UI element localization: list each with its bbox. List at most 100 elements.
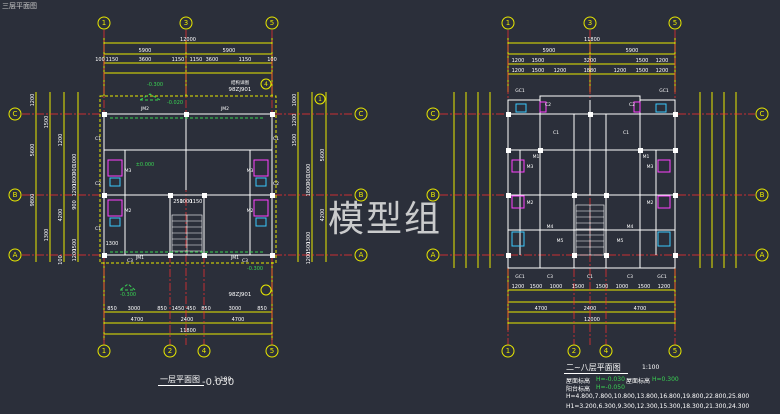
left-axis-side-label: A	[13, 251, 18, 259]
watermark: 模型组	[328, 199, 443, 240]
left-dim-side: 1200	[58, 134, 64, 147]
left-title-underline	[158, 385, 204, 386]
left-dim-top-sub: 5900	[223, 48, 236, 54]
right-room-tag: M5	[557, 238, 564, 244]
right-dim-bottom-row1: 1200	[512, 284, 525, 290]
left-axis-bottom-label: 4	[202, 347, 207, 355]
right-room-tag: C1	[623, 130, 629, 136]
left-axis-bottom-label: 1	[102, 347, 106, 355]
left-dim-side: 1200	[30, 94, 36, 107]
left-room-tag: M3	[125, 168, 132, 174]
right-plan-title: 二~八层平面图	[566, 363, 621, 372]
right-dim-side: 5600	[320, 149, 326, 162]
right-dim-top-sub: 5900	[543, 48, 556, 54]
left-dim-side: 1800	[72, 174, 78, 187]
left-axis-side-label-right: B	[359, 191, 364, 199]
right-axis-side-label-right: A	[760, 251, 765, 259]
left-axis-bubbles	[8, 16, 368, 358]
left-dim-bottom-row1: 850	[201, 306, 211, 312]
legend-balcony-value: H=-0.050	[596, 384, 625, 391]
right-axis-top-label: 3	[588, 19, 592, 27]
tab-label[interactable]: 三层平面图	[2, 2, 37, 10]
right-dim-side: 4200	[320, 209, 326, 222]
right-dim-top-row4: 1880	[584, 68, 597, 74]
left-side-dimensions	[35, 92, 327, 262]
right-axis-bottom-label: 1	[506, 347, 510, 355]
right-room-tag: GC1	[515, 88, 525, 94]
right-room-tag: C2	[545, 102, 551, 108]
right-dim-bottom-row1: 1200	[658, 284, 671, 290]
right-dim-bottom-row2: 4700	[535, 306, 548, 312]
right-dim-top-sub: 5900	[626, 48, 639, 54]
left-dim-bottom-row1: 3000	[128, 306, 141, 312]
floor-heights-h1: H1=3.200,6.300,9.300,12.300,15.300,18.30…	[566, 403, 750, 410]
left-dim-side: 1000	[72, 154, 78, 167]
left-room-tag: C1	[273, 136, 279, 142]
left-dim-side: 1500	[72, 239, 78, 252]
right-dim-top-row3: 1200	[512, 58, 525, 64]
right-room-tag: C3	[627, 274, 633, 280]
right-dim-side: 1300	[306, 232, 312, 245]
left-dim-bottom-row1: 850	[257, 306, 267, 312]
right-dim-top-row4: 1500	[532, 68, 545, 74]
left-level: -0.020	[167, 100, 183, 106]
right-dim-bottom-row1: 1500	[572, 284, 585, 290]
left-dim-top-row3: 100	[267, 57, 277, 63]
left-room-tag: JM2	[220, 106, 229, 112]
left-room-tag: C2	[273, 181, 279, 187]
right-room-tag: C2	[629, 102, 635, 108]
right-axis-side-label-right: C	[760, 110, 765, 118]
left-callout-text: 98ZJ901	[229, 87, 252, 93]
left-axis-top-label: 5	[270, 19, 274, 27]
left-dim-side: 9800	[30, 194, 36, 207]
right-room-tag: M1	[533, 154, 540, 160]
left-dim-bottom-row1: 1450	[172, 306, 185, 312]
left-room-tag: C3	[127, 258, 133, 264]
right-axis-lines	[440, 30, 755, 345]
left-dim-top-row3: 1150	[172, 57, 185, 63]
left-bathrooms	[107, 159, 269, 227]
left-axis-side-label: B	[13, 191, 18, 199]
left-dim-top-row3: 1150	[190, 57, 203, 63]
right-dim-top-row3: 1500	[532, 58, 545, 64]
left-callout-text-bottom: 98ZJ901	[229, 292, 252, 298]
legend-balcony: 阳台标高	[566, 386, 591, 393]
left-axis-side-label-right: A	[359, 251, 364, 259]
left-dim-side: 4200	[58, 209, 64, 222]
left-axis-side-label-right: C	[359, 110, 364, 118]
left-axis-top-label: 1	[102, 19, 106, 27]
legend-roof-b-value: H=0.300	[652, 376, 679, 383]
right-dim-side: 900	[306, 175, 312, 185]
left-dim-side: 1200	[72, 249, 78, 262]
left-callout-text: 结构详图	[231, 79, 249, 86]
left-mid-dim: 1000	[180, 199, 193, 205]
left-floor-plan	[8, 16, 368, 358]
left-detail-callouts	[260, 78, 326, 296]
left-dim-bottom-row2: 2400	[181, 317, 194, 323]
right-room-tag: M1	[643, 154, 650, 160]
right-room-tag: GC1	[659, 88, 669, 94]
left-green-markers	[110, 93, 265, 291]
right-dim-total-bottom: 12000	[584, 317, 600, 323]
right-dim-bottom-row2: 4700	[634, 306, 647, 312]
left-mid-dim: 1300	[106, 241, 119, 247]
left-room-tag: M2	[247, 208, 254, 214]
right-title-underline	[564, 373, 628, 374]
right-axis-side-label-right: B	[760, 191, 765, 199]
left-dim-top-row3: 3600	[139, 57, 152, 63]
left-mid-dim: 250	[173, 199, 183, 205]
right-room-tag: C3	[547, 274, 553, 280]
left-dim-top-row3: 1150	[239, 57, 252, 63]
left-plan-scale: 1:100	[214, 376, 232, 383]
legend-roof-a-value: H=-0.030	[596, 376, 625, 383]
left-room-tag: C3	[242, 258, 248, 264]
left-dim-bottom-row1: 3000	[229, 306, 242, 312]
left-room-tag: JM2	[140, 106, 149, 112]
right-room-tag: M3	[647, 164, 654, 170]
right-bathrooms	[511, 101, 671, 247]
right-axis-top-label: 5	[673, 19, 677, 27]
right-axis-side-label: B	[431, 191, 436, 199]
left-walls	[99, 95, 277, 264]
left-mid-dim: 1150	[190, 199, 203, 205]
